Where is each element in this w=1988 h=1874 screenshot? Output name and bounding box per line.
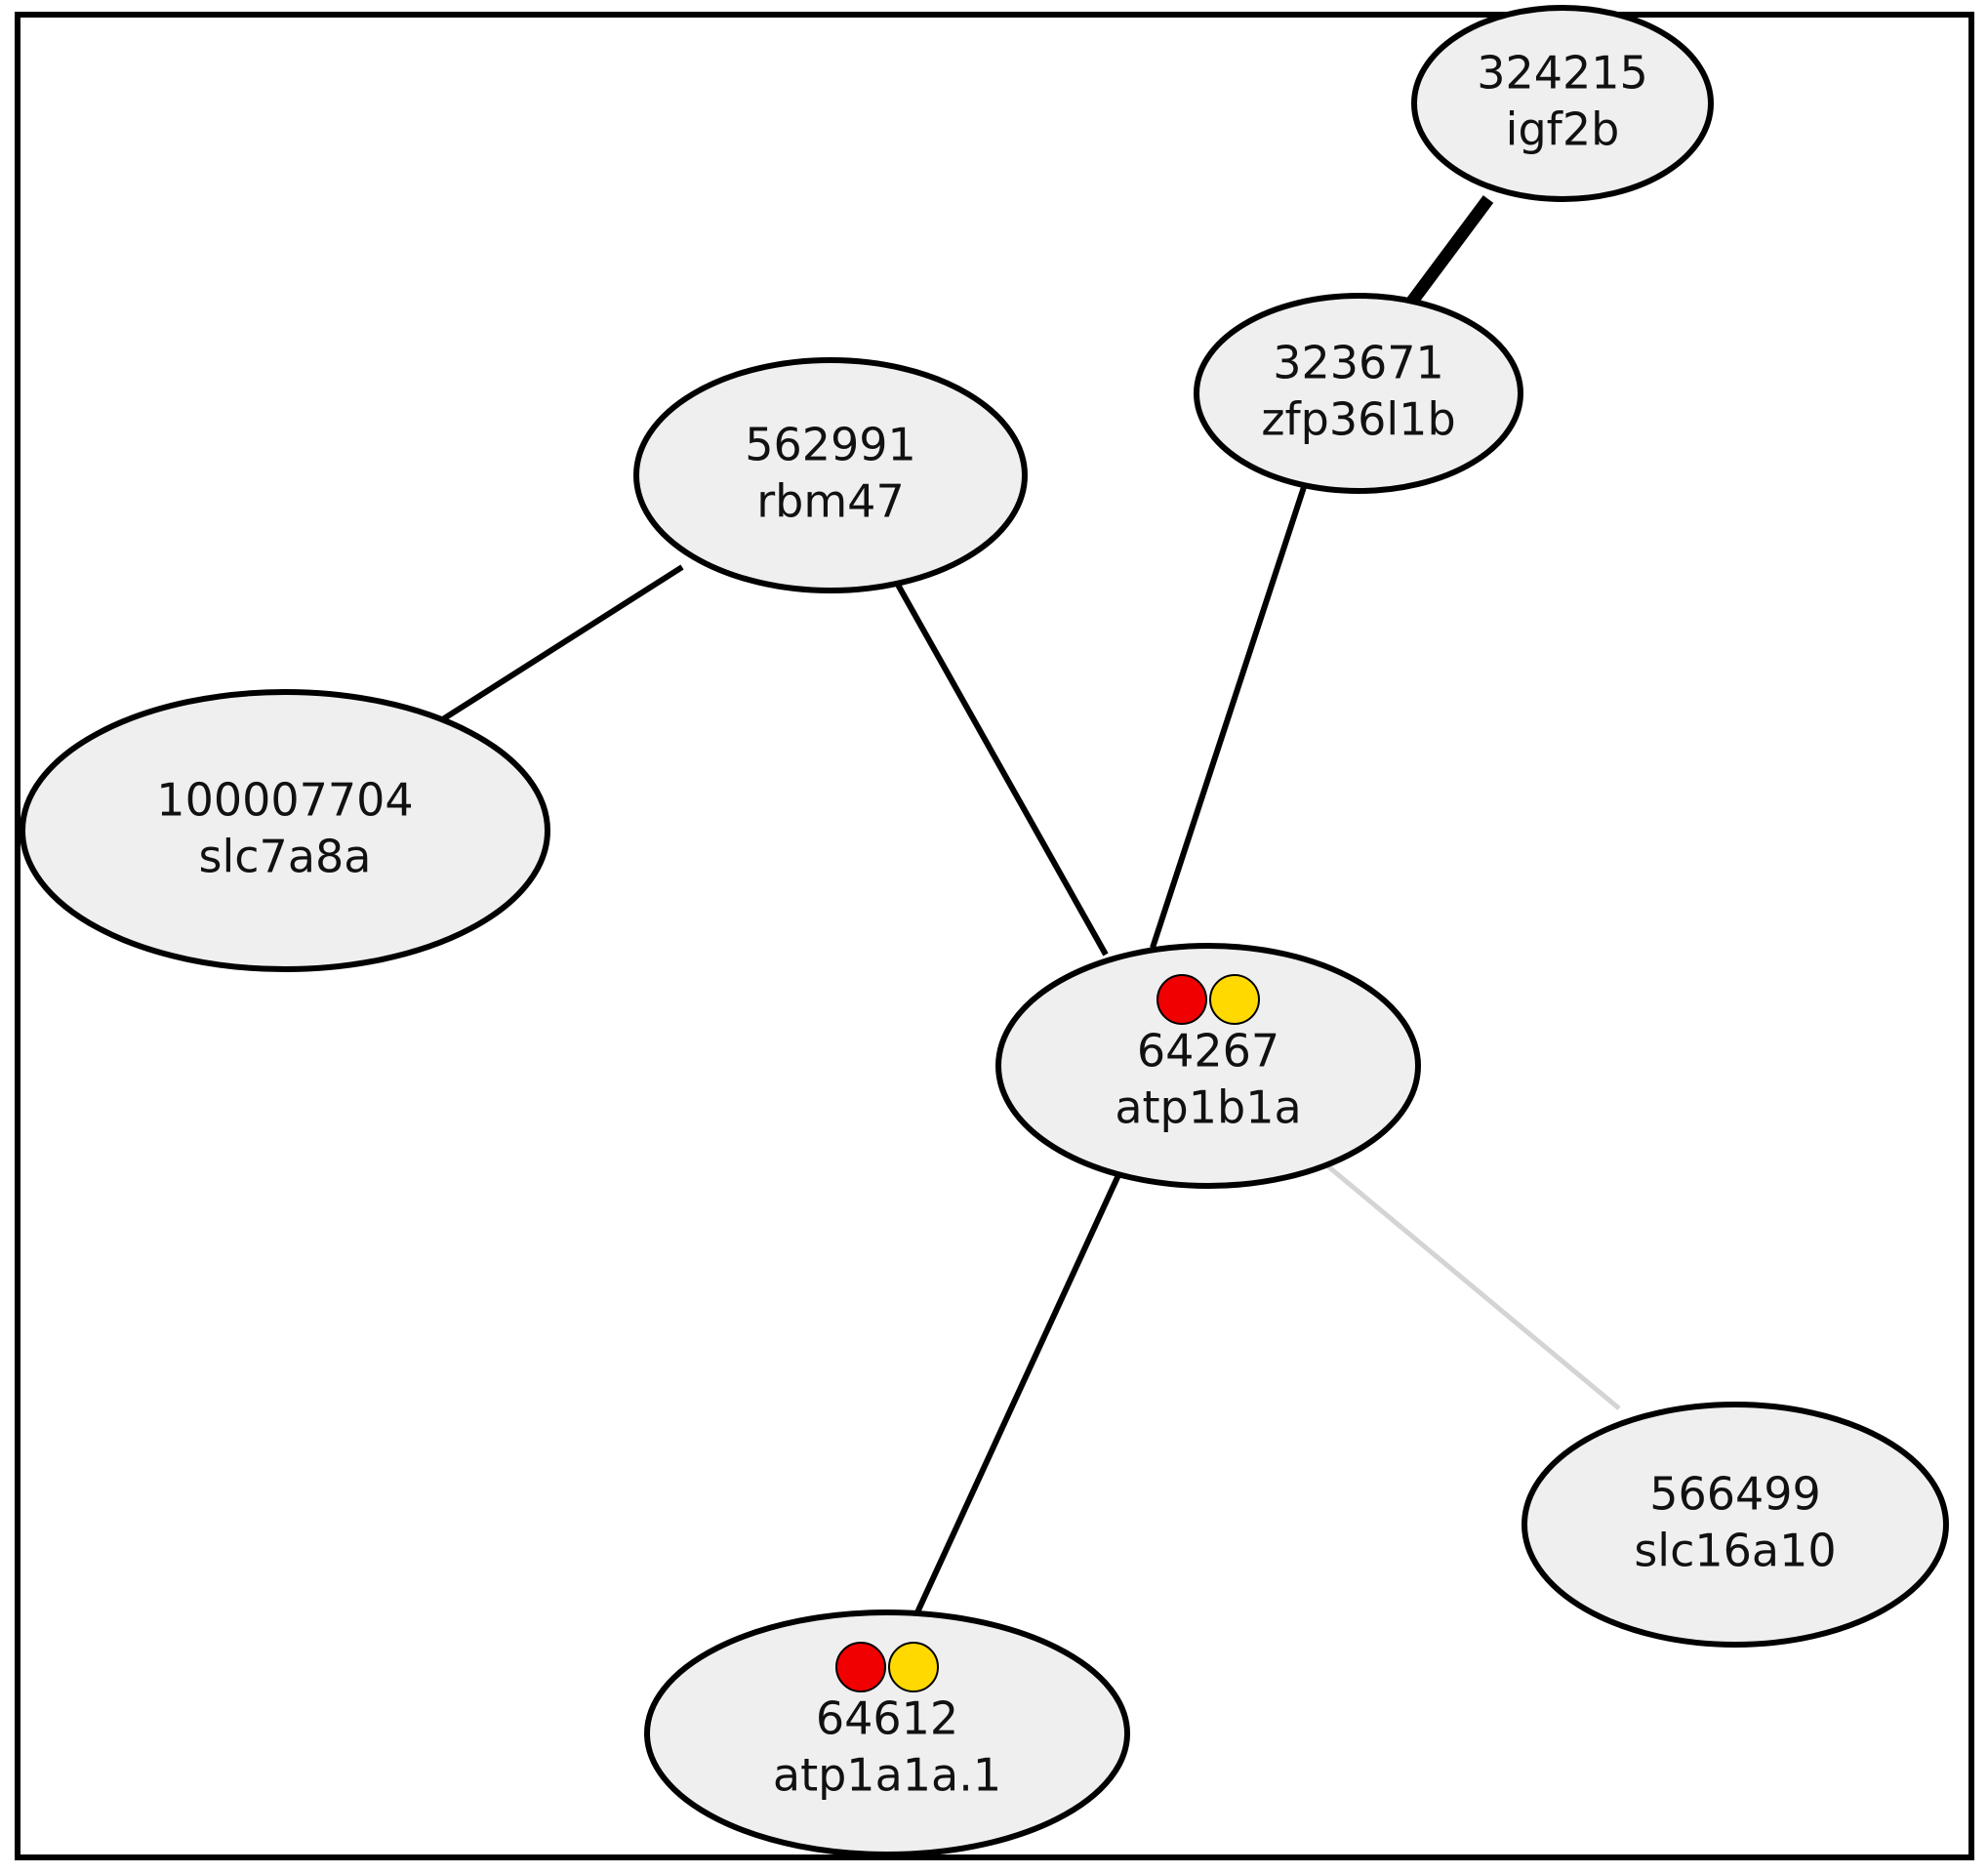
node-ellipse-slc16a10[interactable]	[1521, 1402, 1949, 1648]
edge-323671-64267[interactable]	[1150, 483, 1308, 949]
edges-layer	[439, 195, 1621, 1614]
node-ellipse-slc7a8a[interactable]	[20, 689, 550, 972]
edge-562991-64267[interactable]	[895, 583, 1109, 957]
edge-324215-323671[interactable]	[1405, 195, 1494, 306]
yellow-marker-dot	[1209, 974, 1260, 1025]
node-ellipse-igf2b[interactable]	[1411, 5, 1714, 202]
node-ellipse-atp1a1a.1[interactable]	[644, 1609, 1130, 1857]
red-marker-dot	[835, 1642, 886, 1692]
red-marker-dot	[1156, 974, 1207, 1025]
node-ellipse-zfp36l1b[interactable]	[1194, 293, 1523, 494]
edge-64267-566499[interactable]	[1316, 1156, 1621, 1410]
yellow-marker-dot	[888, 1642, 939, 1692]
edge-64267-64612[interactable]	[914, 1173, 1121, 1614]
node-ellipse-rbm47[interactable]	[633, 357, 1028, 593]
node-ellipse-atp1b1a[interactable]	[995, 943, 1421, 1189]
edge-562991-100007704[interactable]	[439, 564, 684, 723]
diagram-border-frame	[15, 12, 1974, 1860]
